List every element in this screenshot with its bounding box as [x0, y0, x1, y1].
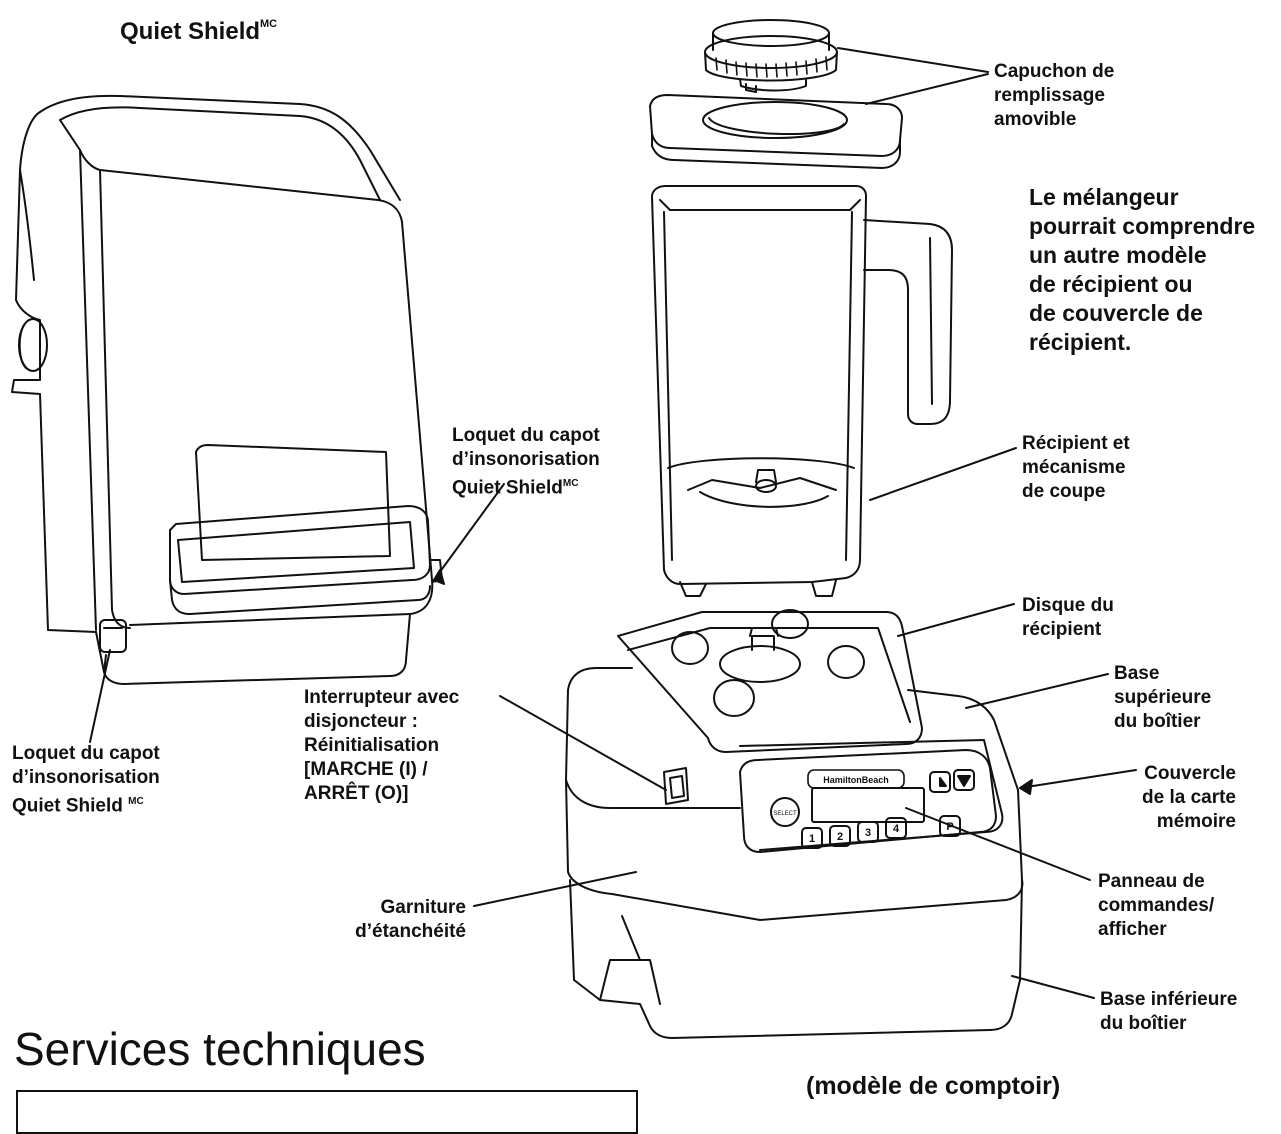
panel-select: SELECT	[773, 811, 797, 817]
panel-brand: HamiltonBeach	[823, 775, 889, 785]
leader-latch-bottom	[89, 649, 111, 743]
leader-lower-base	[1011, 975, 1095, 999]
blender-base	[565, 609, 1024, 1039]
model-caption: (modèle de comptoir)	[806, 1072, 1061, 1100]
panel-button-4: 4	[893, 823, 900, 835]
leader-pad	[897, 603, 1015, 637]
panel-button-3: 3	[865, 827, 871, 839]
fill-cap	[704, 19, 838, 93]
leader-upper-base	[965, 673, 1109, 709]
panel-button-1: 1	[809, 833, 815, 845]
container-lid	[649, 94, 903, 169]
leader-switch	[499, 695, 667, 791]
leader-memory	[1019, 769, 1137, 789]
panel-button-2: 2	[837, 831, 843, 843]
leader-lines	[89, 47, 1137, 999]
leader-cap-1	[837, 47, 989, 73]
leader-control	[905, 807, 1091, 881]
quiet-shield-title: Quiet ShieldMC	[120, 18, 278, 45]
section-heading: Services techniques	[14, 1023, 426, 1075]
container-jar	[651, 185, 953, 597]
technical-services-box	[16, 1090, 638, 1134]
leader-gasket	[473, 871, 637, 907]
leader-container	[869, 447, 1017, 501]
panel-button-p: P	[946, 821, 953, 833]
leader-cap-2	[865, 73, 989, 105]
leader-latch-top	[433, 483, 505, 581]
quiet-shield-cover	[11, 94, 443, 685]
